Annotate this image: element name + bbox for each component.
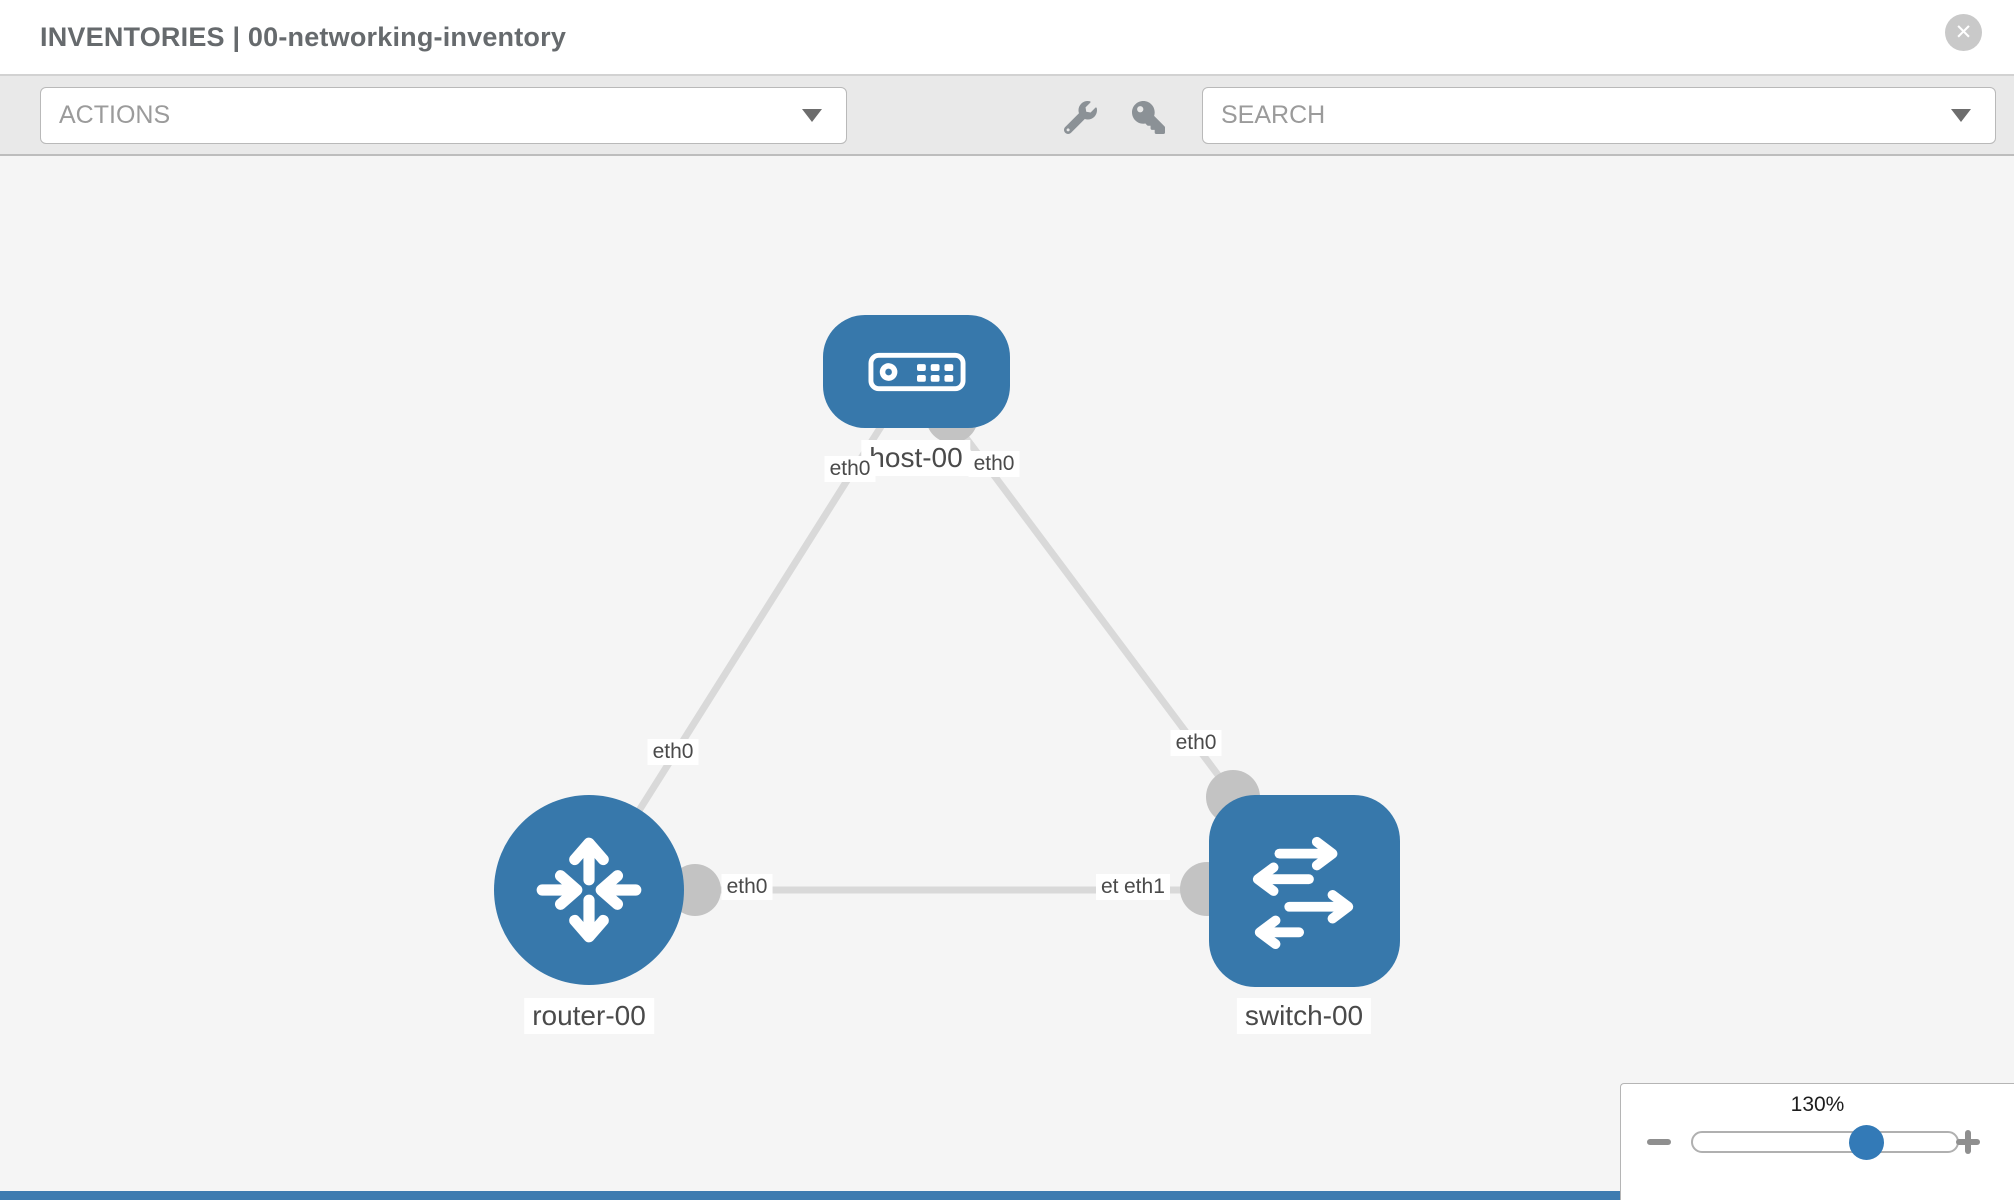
zoom-percent-value: 130% xyxy=(1790,1093,1845,1116)
port-label-switch-top-eth0: eth0 xyxy=(1170,730,1222,756)
wrench-icon xyxy=(1063,100,1097,134)
bottom-edge-bar xyxy=(0,1191,1652,1200)
topology-links-layer xyxy=(586,368,1307,916)
topology-canvas[interactable]: host-00 router-00 switch-00 eth0 eth0 et… xyxy=(0,156,2014,1200)
chevron-down-icon xyxy=(802,109,822,122)
node-router-00[interactable] xyxy=(494,795,684,985)
switch-arrows-icon xyxy=(1252,836,1353,950)
configure-button[interactable] xyxy=(1058,96,1102,138)
port-label-host-right-eth0: eth0 xyxy=(968,451,1020,477)
zoom-in-button[interactable]: + xyxy=(1956,1130,1980,1154)
page-title: INVENTORIES | 00-networking-inventory xyxy=(40,21,567,52)
port-label-router-top-eth0: eth0 xyxy=(647,739,699,765)
actions-dropdown-label: ACTIONS xyxy=(59,101,171,129)
port-label-host-left-eth0: eth0 xyxy=(824,456,876,482)
zoom-slider-row: − + xyxy=(1621,1123,2014,1173)
host-server-icon xyxy=(867,352,966,391)
zoom-control-panel: 130% − + xyxy=(1620,1083,2014,1200)
key-icon xyxy=(1131,100,1165,134)
node-label-switch-00: switch-00 xyxy=(1236,998,1372,1034)
close-button[interactable]: ✕ xyxy=(1945,14,1982,51)
node-label-router-00: router-00 xyxy=(524,998,654,1034)
node-switch-00[interactable] xyxy=(1209,795,1400,987)
close-icon: ✕ xyxy=(1954,21,1973,44)
port-label-switch-left-eth1-front: eth1 xyxy=(1119,874,1170,900)
actions-dropdown[interactable]: ACTIONS xyxy=(40,87,847,144)
search-dropdown[interactable]: SEARCH xyxy=(1202,87,1996,144)
zoom-slider-track[interactable] xyxy=(1691,1125,1959,1160)
port-label-router-right-eth0: eth0 xyxy=(721,874,773,900)
header: INVENTORIES | 00-networking-inventory ✕ xyxy=(0,0,2014,76)
node-label-host-00: host-00 xyxy=(861,440,971,476)
toolbar: ACTIONS SEARCH xyxy=(0,76,2014,156)
chevron-down-icon xyxy=(1951,109,1971,122)
zoom-out-button[interactable]: − xyxy=(1647,1139,1671,1145)
search-dropdown-label: SEARCH xyxy=(1221,101,1326,129)
zoom-slider-thumb[interactable] xyxy=(1849,1125,1884,1160)
credentials-button[interactable] xyxy=(1126,96,1170,138)
node-host-00[interactable] xyxy=(823,315,1010,428)
router-arrows-icon xyxy=(536,837,642,943)
